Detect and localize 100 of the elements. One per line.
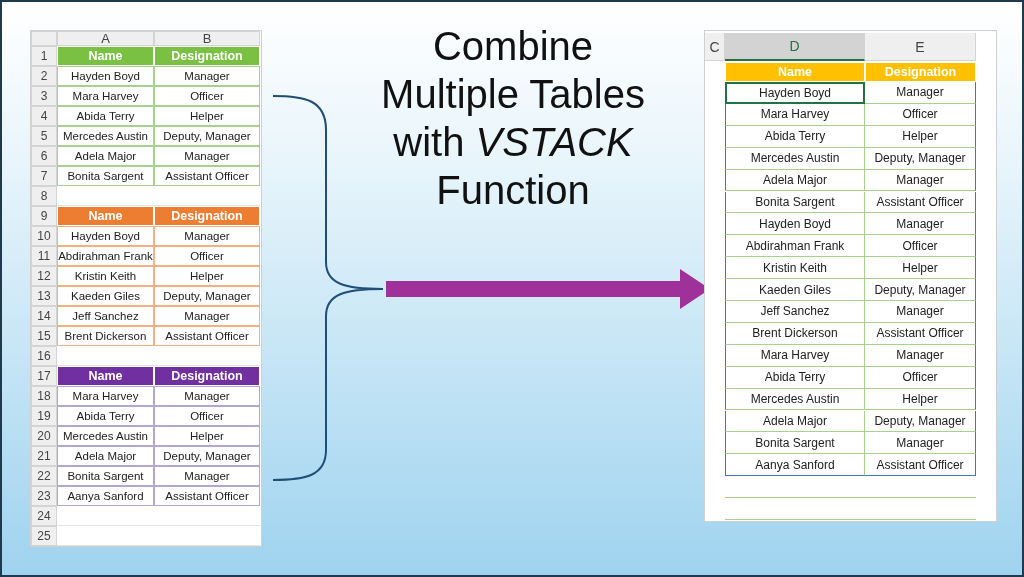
header-cell: Name [57, 206, 154, 226]
table-cell: Assistant Officer [865, 322, 976, 345]
table-cell: Brent Dickerson [725, 322, 865, 345]
table-cell: Helper [154, 266, 260, 286]
table-cell: Kaeden Giles [57, 286, 154, 306]
table-cell: Mercedes Austin [725, 147, 865, 170]
row-number: 23 [31, 486, 57, 506]
row-number: 18 [31, 386, 57, 406]
table-cell: Deputy, Manager [865, 279, 976, 301]
table-cell: Officer [154, 246, 260, 266]
table-cell: Officer [865, 366, 976, 389]
header-cell: Name [725, 62, 865, 82]
row-number: 13 [31, 286, 57, 306]
row-number: 1 [31, 46, 57, 66]
table-cell: Deputy, Manager [154, 446, 260, 466]
table-cell: Manager [865, 344, 976, 367]
table-cell: Hayden Boyd [57, 66, 154, 86]
table-cell: Manager [154, 66, 260, 86]
table-cell: Manager [865, 169, 976, 192]
row-number: 20 [31, 426, 57, 446]
header-cell: Designation [154, 46, 260, 66]
table-cell: Officer [154, 86, 260, 106]
table-cell: Assistant Officer [154, 486, 260, 506]
table-cell: Helper [865, 257, 976, 280]
table-cell: Helper [154, 426, 260, 446]
table-cell: Bonita Sargent [725, 432, 865, 455]
table-cell: Helper [154, 106, 260, 126]
table-cell: Mercedes Austin [57, 426, 154, 446]
table-cell: Mara Harvey [57, 386, 154, 406]
table-cell: Manager [154, 226, 260, 246]
table-cell: Abdirahman Frank [57, 246, 154, 266]
table-cell: Adela Major [725, 169, 865, 192]
table-cell: Aanya Sanford [57, 486, 154, 506]
table-cell: Mercedes Austin [57, 126, 154, 146]
table-cell: Assistant Officer [154, 166, 260, 186]
table-cell: Helper [865, 125, 976, 148]
table-cell: Manager [865, 301, 976, 323]
table-cell: Brent Dickerson [57, 326, 154, 346]
row-number: 15 [31, 326, 57, 346]
column-letter: A [57, 31, 154, 46]
row-number: 21 [31, 446, 57, 466]
header-cell: Designation [154, 366, 260, 386]
table-cell: Abida Terry [57, 106, 154, 126]
row-number: 22 [31, 466, 57, 486]
row-number: 11 [31, 246, 57, 266]
table-cell: Mercedes Austin [725, 388, 865, 411]
table-cell: Mara Harvey [725, 103, 865, 126]
table-cell: Abida Terry [725, 125, 865, 148]
table-cell: Adela Major [725, 410, 865, 433]
row-number: 7 [31, 166, 57, 186]
row-number: 10 [31, 226, 57, 246]
header-cell: Designation [154, 206, 260, 226]
table-cell: Bonita Sargent [57, 466, 154, 486]
table-cell: Manager [154, 306, 260, 326]
row-number: 16 [31, 346, 57, 366]
row-number: 19 [31, 406, 57, 426]
table-cell: Manager [154, 146, 260, 166]
table-cell: Assistant Officer [154, 326, 260, 346]
row-number: 5 [31, 126, 57, 146]
table-cell: Aanya Sanford [725, 454, 865, 477]
table-cell: Manager [865, 213, 976, 236]
header-cell: Name [57, 366, 154, 386]
table-cell: Manager [865, 432, 976, 455]
table-cell: Hayden Boyd [725, 82, 865, 104]
table-cell: Bonita Sargent [57, 166, 154, 186]
table-cell: Kaeden Giles [725, 279, 865, 301]
table-cell: Hayden Boyd [725, 213, 865, 236]
title: Combine Multiple Tables with VSTACK Function [380, 23, 646, 214]
table-cell: Abida Terry [725, 366, 865, 389]
table-cell: Kristin Keith [725, 257, 865, 280]
table-cell: Abdirahman Frank [725, 235, 865, 258]
table-cell: Bonita Sargent [725, 191, 865, 214]
header-cell: Designation [865, 62, 976, 82]
row-number: 12 [31, 266, 57, 286]
table-cell: Manager [865, 82, 976, 104]
header-cell: Name [57, 46, 154, 66]
table-cell: Deputy, Manager [865, 410, 976, 433]
column-letter: D [725, 33, 865, 61]
row-number: 17 [31, 366, 57, 386]
row-number: 25 [31, 526, 57, 546]
table-cell: Mara Harvey [725, 344, 865, 367]
table-cell: Helper [865, 388, 976, 411]
table-cell: Deputy, Manager [154, 286, 260, 306]
table-cell: Abida Terry [57, 406, 154, 426]
row-number: 8 [31, 186, 57, 206]
table-cell: Assistant Officer [865, 454, 976, 477]
column-letter: B [154, 31, 260, 46]
table-cell: Deputy, Manager [154, 126, 260, 146]
table-cell: Assistant Officer [865, 191, 976, 214]
table-cell: Officer [865, 235, 976, 258]
row-number: 6 [31, 146, 57, 166]
table-cell: Deputy, Manager [865, 147, 976, 170]
table-cell: Hayden Boyd [57, 226, 154, 246]
table-cell: Manager [154, 466, 260, 486]
row-number: 24 [31, 506, 57, 526]
table-cell: Officer [154, 406, 260, 426]
table-cell: Manager [154, 386, 260, 406]
table-cell: Adela Major [57, 146, 154, 166]
table-cell: Jeff Sanchez [725, 301, 865, 323]
column-letter: C [705, 33, 725, 61]
